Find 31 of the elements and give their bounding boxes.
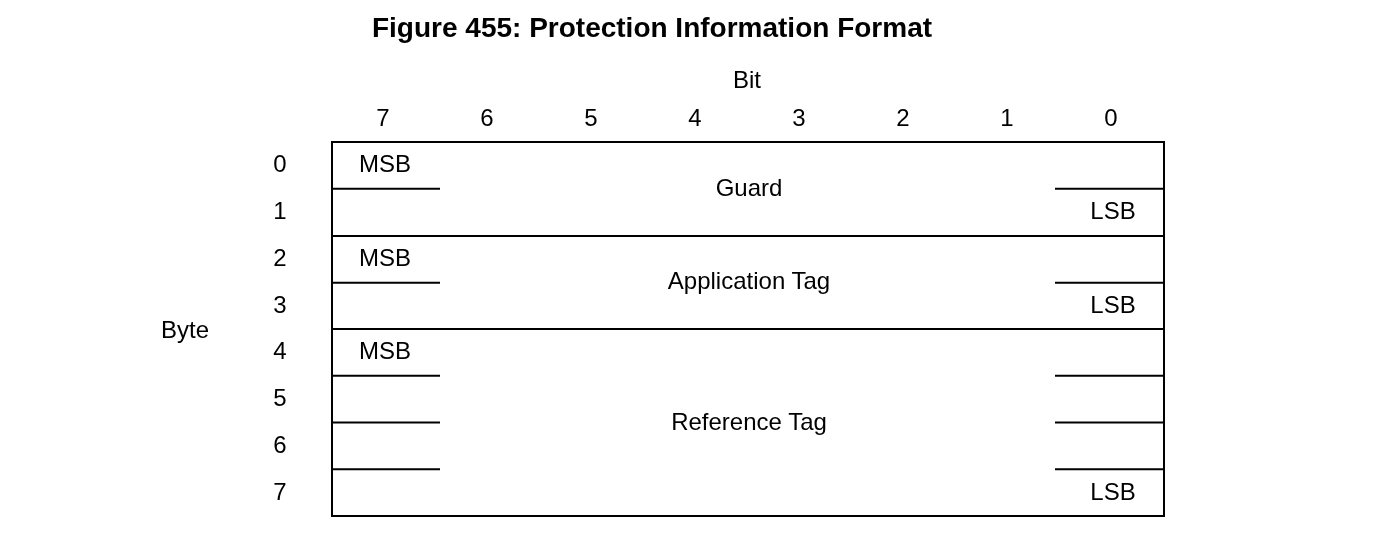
lsb-label: LSB (1090, 197, 1136, 226)
byte-number: 0 (273, 150, 287, 179)
byte-number: 6 (273, 430, 287, 459)
byte-number: 4 (273, 337, 287, 366)
field-name: Guard (715, 173, 783, 202)
axis-label: Byte (161, 316, 209, 344)
figure-title: Figure 455: Protection Information Format (371, 12, 933, 44)
msb-label: MSB (359, 150, 411, 179)
byte-number: 2 (273, 243, 287, 272)
lsb-label: LSB (1090, 290, 1136, 319)
bit-number: 3 (792, 104, 806, 132)
bit-number: 7 (376, 104, 390, 132)
field-name: Application Tag (667, 267, 831, 296)
bit-number: 2 (896, 104, 910, 132)
bit-number: 4 (688, 104, 702, 132)
bit-number: 0 (1104, 104, 1118, 132)
msb-label: MSB (359, 337, 411, 366)
field-box (331, 141, 1165, 237)
field-name: Reference Tag (671, 407, 827, 436)
axis-label: Bit (733, 66, 761, 94)
bit-number: 5 (584, 104, 598, 132)
msb-label: MSB (359, 243, 411, 272)
field-box (331, 328, 1165, 517)
bit-number: 6 (480, 104, 494, 132)
byte-number: 3 (273, 290, 287, 319)
lsb-label: LSB (1090, 477, 1136, 506)
byte-number: 7 (273, 477, 287, 506)
bit-number: 1 (1000, 104, 1014, 132)
byte-number: 1 (273, 197, 287, 226)
byte-number: 5 (273, 384, 287, 413)
field-box (331, 234, 1165, 330)
